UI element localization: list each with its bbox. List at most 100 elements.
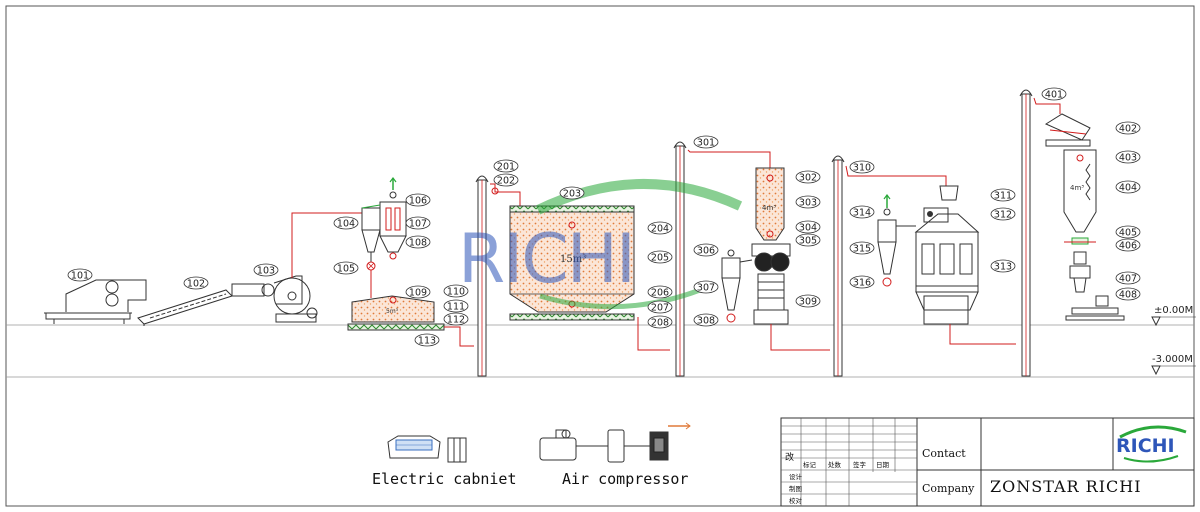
tag-bubble-outline [67, 268, 93, 282]
caption-electric-cabinet: Electric cabniet [372, 470, 517, 488]
tag-bubble-outline [253, 263, 279, 277]
tag-bubble-outline [493, 173, 519, 187]
title-block: 改 标记 处数 签字 日期 设计 制图 校对 Contact Company Z… [780, 417, 1195, 507]
tag-bubble-outline [443, 299, 469, 313]
pit-level-label: -3.000M [1152, 354, 1193, 365]
tag-label-307: 307 [697, 282, 715, 293]
tag-bubble-103: 103 [253, 263, 279, 277]
tag-bubble-outline [1115, 150, 1141, 164]
tag-bubble-outline [647, 300, 673, 314]
tag-bubble-outline [693, 135, 719, 149]
tag-bubble-outline [849, 160, 875, 174]
tag-bubble-406: 406 [1115, 238, 1141, 252]
tag-bubble-405: 405 [1115, 225, 1141, 239]
richi-logo: RICHI [1116, 425, 1187, 463]
tag-label-104: 104 [337, 218, 355, 229]
tag-label-313: 313 [994, 261, 1012, 272]
tag-label-206: 206 [651, 287, 669, 298]
tag-label-207: 207 [651, 302, 669, 313]
tag-label-109: 109 [409, 287, 427, 298]
pipe-line-7 [949, 324, 1016, 345]
bin-203-volume: 15m³ [560, 254, 586, 265]
tag-bubble-outline [647, 221, 673, 235]
tag-bubble-106: 106 [405, 193, 431, 207]
tag-bubble-402: 402 [1115, 121, 1141, 135]
bin-404-volume: 4m³ [1070, 184, 1084, 192]
title-block-rev-mark: 改 [785, 451, 794, 463]
tag-bubble-outline [693, 243, 719, 257]
tag-bubble-outline [1115, 180, 1141, 194]
title-block-row-design: 设计 [789, 472, 803, 481]
tag-label-305: 305 [799, 235, 817, 246]
tag-label-113: 113 [418, 335, 436, 346]
tag-bubble-outline [990, 188, 1016, 202]
tag-bubble-203: 203 [559, 186, 585, 200]
tag-bubble-outline [795, 294, 821, 308]
pipe-line-3 [637, 317, 670, 351]
bin-303-volume: 4m³ [762, 204, 776, 212]
title-block-header-1: 标记 [803, 460, 817, 469]
equipment-105-airlock [366, 261, 376, 298]
tag-bubble-outline [795, 195, 821, 209]
tag-label-309: 309 [799, 296, 817, 307]
tag-bubble-outline [405, 235, 431, 249]
contact-label: Contact [922, 447, 966, 460]
tag-label-401: 401 [1045, 89, 1063, 100]
equipment-402-screener [1044, 113, 1091, 147]
tag-bubble-204: 204 [647, 221, 673, 235]
tag-label-315: 315 [853, 243, 871, 254]
tag-bubble-outline [795, 220, 821, 234]
tag-bubble-301: 301 [693, 135, 719, 149]
tag-label-105: 105 [337, 263, 355, 274]
tag-bubble-outline [443, 284, 469, 298]
equipment-103-dryer [231, 275, 318, 323]
elevator-300 [673, 141, 687, 377]
tag-bubble-outline [795, 233, 821, 247]
equipment-313-cooler [914, 185, 980, 325]
tag-bubble-outline [1115, 121, 1141, 135]
tag-label-404: 404 [1119, 182, 1137, 193]
tag-label-208: 208 [651, 317, 669, 328]
tag-label-301: 301 [697, 137, 715, 148]
tag-bubble-outline [849, 205, 875, 219]
pipe-line-4 [687, 149, 771, 168]
electric-cabinet-symbol [387, 435, 467, 463]
elevator-200 [475, 175, 489, 377]
tag-bubble-110: 110 [443, 284, 469, 298]
tag-bubble-outline [405, 285, 431, 299]
tag-label-407: 407 [1119, 273, 1137, 284]
richi-logo-text: RICHI [1116, 435, 1175, 457]
air-compressor-symbol [539, 422, 691, 463]
tag-label-311: 311 [994, 190, 1012, 201]
tag-bubble-314: 314 [849, 205, 875, 219]
tag-bubble-outline [1115, 225, 1141, 239]
tag-label-203: 203 [563, 188, 581, 199]
tag-bubble-113: 113 [414, 333, 440, 347]
tag-bubble-outline [333, 261, 359, 275]
title-block-header-2: 处数 [828, 460, 842, 469]
tag-bubble-outline [414, 333, 440, 347]
equipment-404-bin: 4m³ [1063, 149, 1097, 245]
equipment-309-pellet-mill [751, 243, 791, 325]
watermark-logo: RICHI [458, 178, 743, 310]
tag-bubble-outline [559, 186, 585, 200]
tag-bubble-108: 108 [405, 235, 431, 249]
tag-label-316: 316 [853, 277, 871, 288]
equipment-407-packing-scale [1065, 251, 1125, 321]
tag-label-405: 405 [1119, 227, 1137, 238]
tag-bubble-310: 310 [849, 160, 875, 174]
tag-bubble-306: 306 [693, 243, 719, 257]
tag-label-202: 202 [497, 175, 515, 186]
title-block-row-draw: 制图 [789, 484, 802, 493]
tag-bubble-201: 201 [493, 159, 519, 173]
tag-label-314: 314 [853, 207, 871, 218]
tag-bubble-107: 107 [405, 216, 431, 230]
tag-bubble-404: 404 [1115, 180, 1141, 194]
tag-label-205: 205 [651, 252, 669, 263]
bin-109-volume: 5m³ [386, 308, 399, 315]
tag-label-106: 106 [409, 195, 427, 206]
tag-bubble-111: 111 [443, 299, 469, 313]
tag-bubble-outline [849, 275, 875, 289]
tag-bubble-316: 316 [849, 275, 875, 289]
